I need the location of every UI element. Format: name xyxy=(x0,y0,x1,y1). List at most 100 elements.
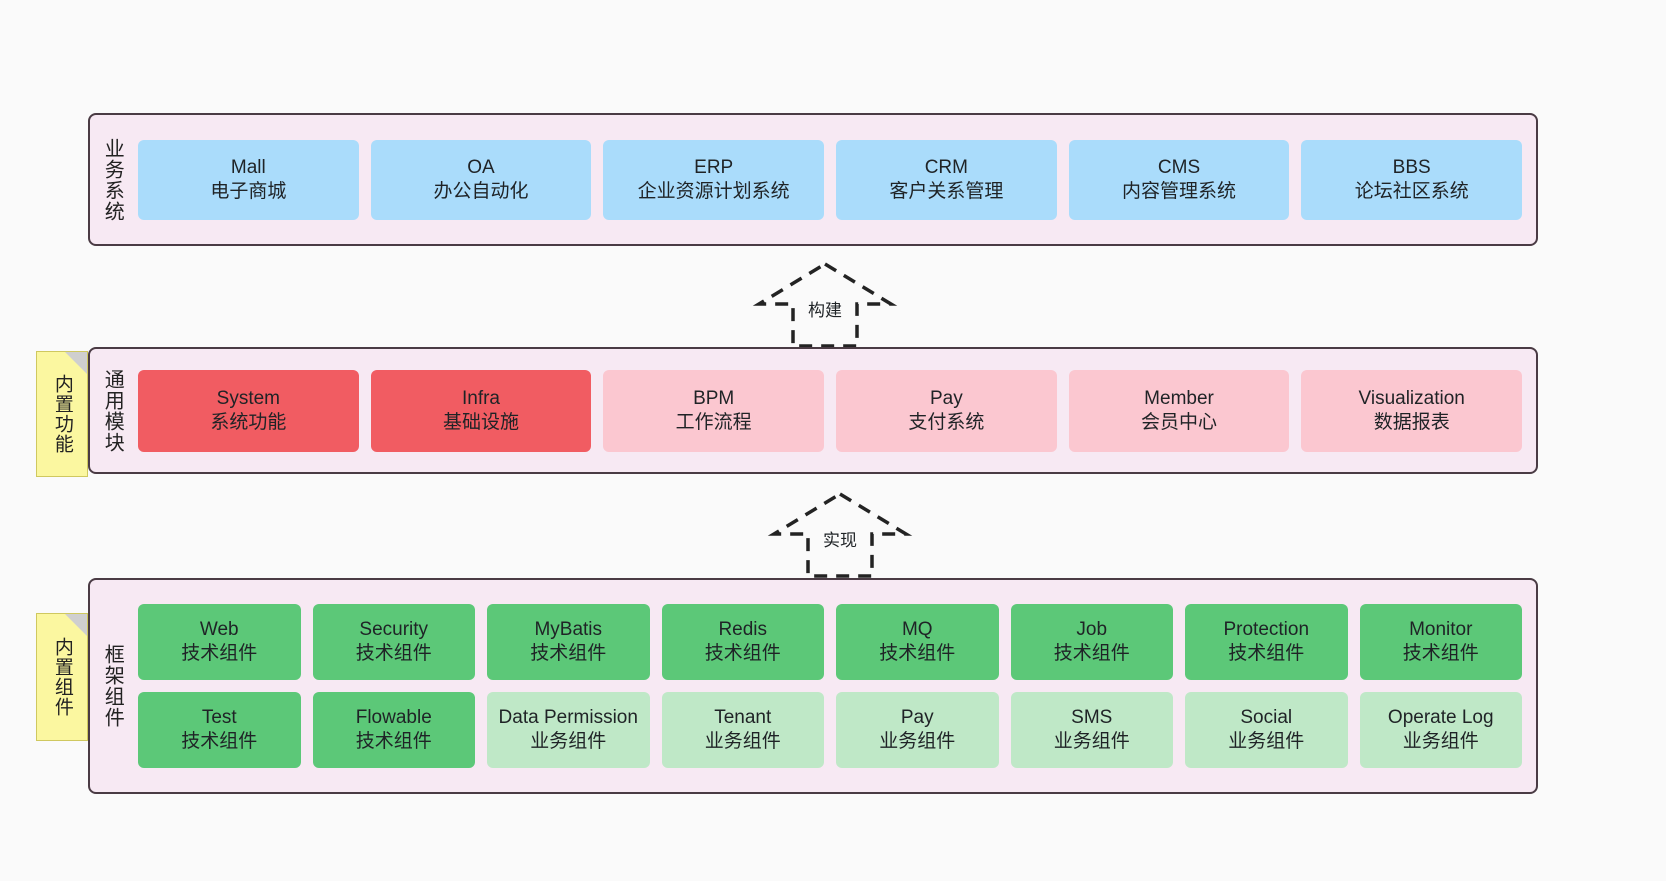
card-data-permission[interactable]: Data Permission 业务组件 xyxy=(487,692,650,768)
card-data-permission-desc: 业务组件 xyxy=(530,731,607,752)
card-oa-desc: 办公自动化 xyxy=(433,180,529,202)
card-erp-name: ERP xyxy=(694,156,734,178)
card-sms[interactable]: SMS 业务组件 xyxy=(1010,692,1173,768)
card-flowable-desc: 技术组件 xyxy=(355,731,432,752)
card-system-name: System xyxy=(216,387,281,409)
card-monitor-name: Monitor xyxy=(1409,619,1473,641)
card-visualization-name: Visualization xyxy=(1358,387,1465,409)
card-job[interactable]: Job 技术组件 xyxy=(1010,604,1173,680)
card-bbs-desc: 论坛社区系统 xyxy=(1354,180,1469,202)
card-mq[interactable]: MQ 技术组件 xyxy=(836,604,999,680)
card-social-name: Social xyxy=(1240,707,1293,729)
card-security[interactable]: Security 技术组件 xyxy=(312,604,475,680)
card-social[interactable]: Social 业务组件 xyxy=(1185,692,1348,768)
card-pay-module[interactable]: Pay 支付系统 xyxy=(836,369,1057,452)
card-mall-desc: 电子商城 xyxy=(210,180,287,202)
card-protection[interactable]: Protection 技术组件 xyxy=(1185,604,1348,680)
framework-component-rows: Web 技术组件 Security 技术组件 MyBatis 技术组件 Redi… xyxy=(138,604,1522,768)
card-web-desc: 技术组件 xyxy=(181,643,258,664)
card-visualization[interactable]: Visualization 数据报表 xyxy=(1301,369,1523,452)
card-system[interactable]: System 系统功能 xyxy=(138,369,359,452)
card-operate-log-desc: 业务组件 xyxy=(1402,731,1479,752)
generalization-arrow-shape xyxy=(752,261,898,348)
note-builtin-function-label: 内置功能 xyxy=(51,374,73,454)
framework-tech-row: Web 技术组件 Security 技术组件 MyBatis 技术组件 Redi… xyxy=(138,604,1522,680)
card-mybatis-name: MyBatis xyxy=(534,619,603,641)
card-sms-name: SMS xyxy=(1071,707,1113,729)
connector-build-label: 构建 xyxy=(808,301,842,320)
card-pay-component-desc: 业务组件 xyxy=(879,731,956,752)
layer-body-business-system: Mall 电子商城 OA 办公自动化 ERP 企业资源计划系统 CRM 客户关系… xyxy=(134,115,1536,244)
card-job-desc: 技术组件 xyxy=(1053,643,1130,664)
layer-title-business-system: 业务系统 xyxy=(101,137,124,222)
card-member-name: Member xyxy=(1144,387,1214,409)
card-erp[interactable]: ERP 企业资源计划系统 xyxy=(603,139,825,220)
card-operate-log-name: Operate Log xyxy=(1387,707,1494,729)
generalization-arrow-shape xyxy=(767,491,913,578)
card-oa[interactable]: OA 办公自动化 xyxy=(370,139,592,220)
card-protection-desc: 技术组件 xyxy=(1228,643,1305,664)
note-fold-corner-icon xyxy=(65,614,87,636)
card-cms-name: CMS xyxy=(1157,156,1201,178)
card-visualization-desc: 数据报表 xyxy=(1373,411,1450,433)
card-member[interactable]: Member 会员中心 xyxy=(1068,369,1290,452)
card-monitor[interactable]: Monitor 技术组件 xyxy=(1359,604,1522,680)
card-flowable[interactable]: Flowable 技术组件 xyxy=(312,692,475,768)
card-web-name: Web xyxy=(199,619,239,641)
layer-title-framework-component: 框架组件 xyxy=(101,644,124,728)
card-member-desc: 会员中心 xyxy=(1141,411,1218,433)
card-crm[interactable]: CRM 客户关系管理 xyxy=(836,139,1057,220)
note-builtin-function: 内置功能 xyxy=(36,351,88,477)
card-test[interactable]: Test 技术组件 xyxy=(138,692,301,768)
card-operate-log[interactable]: Operate Log 业务组件 xyxy=(1359,692,1522,768)
business-system-card-row: Mall 电子商城 OA 办公自动化 ERP 企业资源计划系统 CRM 客户关系… xyxy=(138,139,1523,220)
card-data-permission-name: Data Permission xyxy=(498,707,638,729)
card-infra-name: Infra xyxy=(461,387,501,409)
card-bbs[interactable]: BBS 论坛社区系统 xyxy=(1301,139,1523,220)
connector-build: 构建 xyxy=(745,258,905,350)
card-redis[interactable]: Redis 技术组件 xyxy=(661,604,824,680)
card-job-name: Job xyxy=(1076,619,1108,641)
card-mybatis[interactable]: MyBatis 技术组件 xyxy=(487,604,650,680)
card-pay-component[interactable]: Pay 业务组件 xyxy=(836,692,999,768)
card-mybatis-desc: 技术组件 xyxy=(530,643,607,664)
card-infra-desc: 基础设施 xyxy=(443,411,520,433)
card-crm-name: CRM xyxy=(924,156,968,178)
card-bpm-name: BPM xyxy=(693,387,735,409)
card-system-desc: 系统功能 xyxy=(210,411,287,433)
card-web[interactable]: Web 技术组件 xyxy=(138,604,301,680)
card-pay-module-desc: 支付系统 xyxy=(908,411,985,433)
card-tenant[interactable]: Tenant 业务组件 xyxy=(661,692,824,768)
card-pay-component-name: Pay xyxy=(900,707,934,729)
card-security-name: Security xyxy=(359,619,429,641)
card-oa-name: OA xyxy=(467,156,495,178)
card-redis-desc: 技术组件 xyxy=(704,643,781,664)
connector-implement-label: 实现 xyxy=(823,531,857,550)
card-test-name: Test xyxy=(201,707,237,729)
layer-body-framework-component: Web 技术组件 Security 技术组件 MyBatis 技术组件 Redi… xyxy=(134,580,1536,792)
layer-title-common-module: 通用模块 xyxy=(101,368,124,453)
connector-implement: 实现 xyxy=(760,488,920,580)
card-protection-name: Protection xyxy=(1223,619,1310,641)
layer-business-system: 业务系统 Mall 电子商城 OA 办公自动化 ERP 企业资源计划系统 CRM xyxy=(88,113,1538,246)
card-tenant-desc: 业务组件 xyxy=(704,731,781,752)
note-fold-corner-icon xyxy=(65,352,87,374)
card-redis-name: Redis xyxy=(718,619,768,641)
card-cms[interactable]: CMS 内容管理系统 xyxy=(1068,139,1290,220)
layer-common-module: 通用模块 System 系统功能 Infra 基础设施 BPM 工作流程 Pay xyxy=(88,347,1538,474)
layer-framework-component: 框架组件 Web 技术组件 Security 技术组件 MyBatis 技术组件 xyxy=(88,578,1538,794)
card-sms-desc: 业务组件 xyxy=(1053,731,1130,752)
card-infra[interactable]: Infra 基础设施 xyxy=(370,369,592,452)
card-mall[interactable]: Mall 电子商城 xyxy=(138,139,359,220)
card-crm-desc: 客户关系管理 xyxy=(889,180,1004,202)
note-builtin-component: 内置组件 xyxy=(36,613,88,741)
layer-body-common-module: System 系统功能 Infra 基础设施 BPM 工作流程 Pay 支付系统… xyxy=(134,349,1536,472)
card-mall-name: Mall xyxy=(230,156,266,178)
card-test-desc: 技术组件 xyxy=(181,731,258,752)
card-bpm[interactable]: BPM 工作流程 xyxy=(603,369,825,452)
card-social-desc: 业务组件 xyxy=(1228,731,1305,752)
card-pay-module-name: Pay xyxy=(929,387,963,409)
card-bbs-name: BBS xyxy=(1392,156,1431,178)
card-flowable-name: Flowable xyxy=(355,707,432,729)
